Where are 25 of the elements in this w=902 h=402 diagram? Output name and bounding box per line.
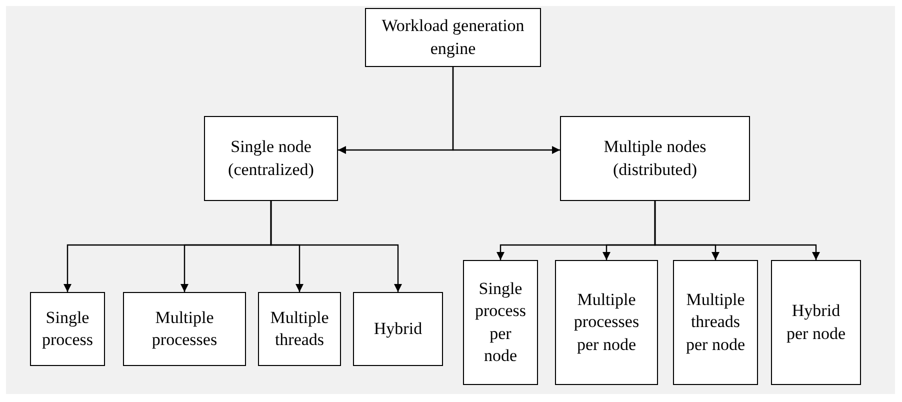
box-label: Single process [41, 306, 94, 351]
box-label: Single process per node [475, 278, 526, 367]
process-box [123, 292, 246, 366]
process-box [560, 116, 750, 201]
box-label: Multiple threads per node [686, 289, 745, 356]
box-label: Hybrid [374, 318, 422, 340]
process-box [258, 292, 341, 366]
box-label: Single node (centralized) [227, 136, 315, 180]
process-box [771, 260, 861, 385]
box-label: Hybrid per node [785, 300, 846, 345]
process-box [353, 292, 443, 366]
box-label: Multiple nodes (distributed) [602, 136, 708, 180]
arrow [654, 201, 820, 260]
process-box [463, 260, 538, 385]
box-label: Multiple threads [269, 306, 330, 351]
process-box [204, 116, 338, 201]
box-label: Multiple processes [150, 306, 218, 351]
box-label: Multiple processes per node [572, 289, 640, 356]
process-box [555, 260, 658, 385]
process-box [30, 292, 105, 366]
arrow [270, 201, 402, 292]
arrow [452, 67, 560, 154]
process-box [365, 8, 541, 67]
process-box [673, 260, 758, 385]
box-label: Workload generation engine [380, 15, 526, 60]
